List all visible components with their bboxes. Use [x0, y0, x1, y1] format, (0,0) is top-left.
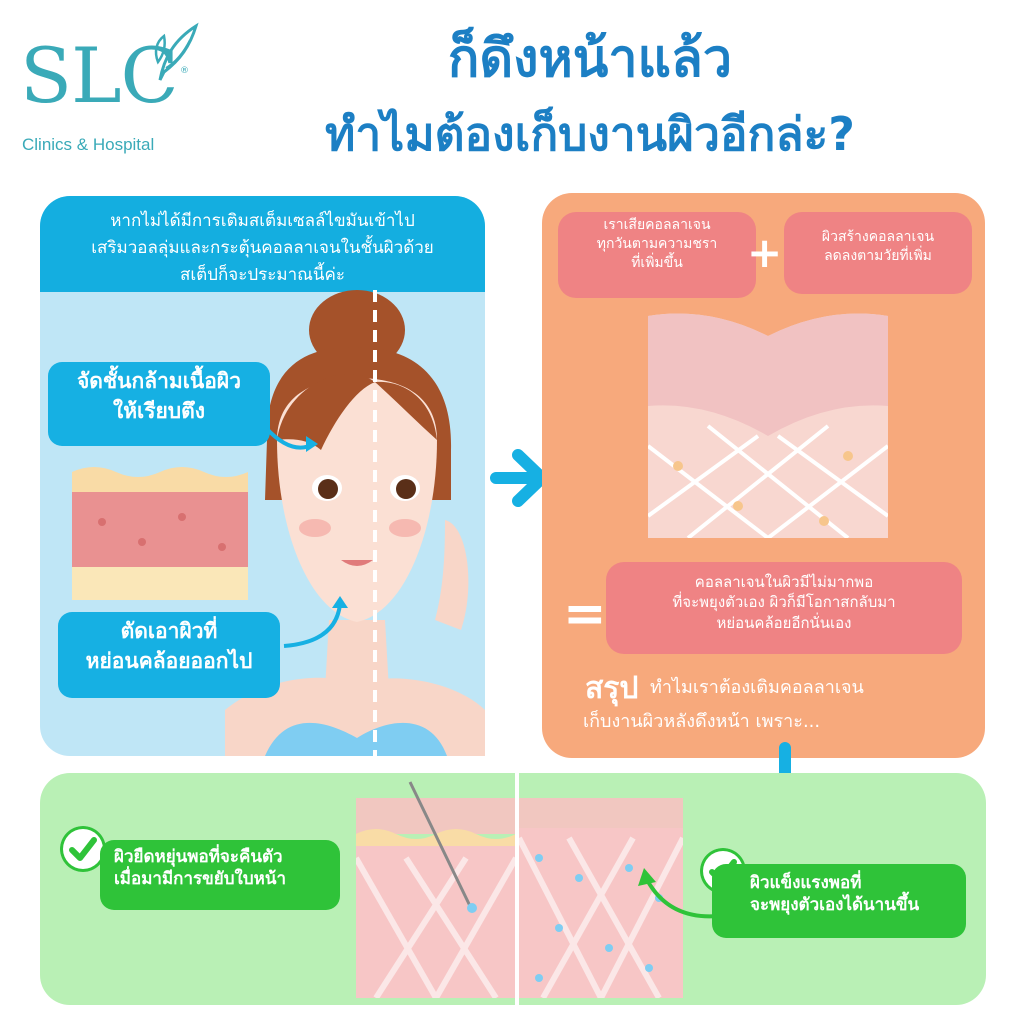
- equals-sign: =: [563, 584, 607, 644]
- benefit-elastic-line-1: ผิวยืดหยุ่นพอที่จะคืนตัว: [114, 847, 283, 867]
- benefit-elastic-skin: ผิวยืดหยุ่นพอที่จะคืนตัว เมื่อมามีการขยั…: [100, 840, 340, 910]
- callout-tighten-line-1: จัดชั้นกล้ามเนื้อผิว: [76, 369, 241, 393]
- callout-tighten-line-2: ให้เรียบตึง: [112, 399, 206, 424]
- collagen-loss-line-1: เราเสียคอลลาเจน: [603, 217, 711, 233]
- benefit-strong-line-1: ผิวแข็งแรงพอที่: [750, 873, 862, 893]
- benefit-strong-skin: ผิวแข็งแรงพอที่ จะพยุงตัวเองได้นานขึ้น: [712, 864, 966, 938]
- check-icon: [60, 826, 106, 872]
- benefit-strong-line-2: จะพยุงตัวเองได้นานขึ้น: [750, 895, 920, 916]
- callout-tighten-muscle: จัดชั้นกล้ามเนื้อผิว ให้เรียบตึง: [48, 362, 270, 446]
- collagen-result-pill: คอลลาเจนในผิวมีไม่มากพอ ที่จะพยุงตัวเอง …: [606, 562, 962, 654]
- collagen-result-line-1: คอลลาเจนในผิวมีไม่มากพอ: [694, 573, 874, 591]
- collagen-result-line-3: หย่อนคล้อยอีกนั่นเอง: [716, 613, 852, 632]
- collagen-loss-pill: เราเสียคอลลาเจน ทุกวันตามความชรา ที่เพิ่…: [558, 212, 756, 298]
- skin-block-before: [356, 798, 516, 998]
- left-header-line-2: เสริมวอลลุ่มและกระตุ้นคอลลาเจนในชั้นผิวด…: [91, 238, 434, 258]
- arrow-right-icon: [490, 449, 548, 507]
- registered-mark: ®: [180, 66, 189, 76]
- collagen-production-line-2: ลดลงตามวัยที่เพิ่ม: [824, 247, 932, 264]
- needle-icon: [408, 781, 477, 913]
- collagen-loss-line-3: ที่เพิ่มขึ้น: [631, 254, 683, 271]
- collagen-result-line-2: ที่จะพยุงตัวเอง ผิวก็มีโอกาสกลับมา: [672, 593, 896, 612]
- skin-block-after: [519, 798, 683, 998]
- face-illustration: [225, 290, 485, 756]
- logo-wordmark: SLC: [20, 31, 179, 120]
- plus-sign: +: [747, 228, 783, 277]
- headline-line-1: ก็ดึงหน้าแล้ว: [447, 29, 733, 89]
- summary-label: สรุป: [585, 671, 639, 706]
- logo-subtitle: Clinics & Hospital: [22, 135, 155, 154]
- collagen-loss-line-2: ทุกวันตามความชรา: [596, 235, 718, 252]
- summary-line-1: ทำไมเราต้องเติมคอลลาเจน: [650, 677, 864, 698]
- callout-cut-line-1: ตัดเอาผิวที่: [120, 619, 218, 643]
- panel-divider: [515, 773, 519, 1005]
- slc-logo: SLC ® Clinics & Hospital: [0, 0, 220, 170]
- curved-arrow-icon: [264, 426, 318, 452]
- curved-arrow-icon: [283, 596, 348, 648]
- skin-layer-illustration: [72, 467, 248, 600]
- left-header-line-3: สเต็ปก็จะประมาณนี้ค่ะ: [179, 265, 346, 285]
- left-header-line-1: หากไม่ได้มีการเติมสเต็มเซลล์ไขมันเข้าไป: [110, 211, 415, 231]
- benefit-elastic-line-2: เมื่อมามีการขยับใบหน้า: [114, 869, 286, 890]
- callout-cut-skin: ตัดเอาผิวที่ หย่อนคล้อยออกไป: [58, 612, 280, 698]
- summary-line-2: เก็บงานผิวหลังดึงหน้า เพราะ...: [583, 711, 821, 732]
- collagen-production-line-1: ผิวสร้างคอลลาเจน: [821, 229, 935, 245]
- curved-arrow-icon: [638, 868, 719, 919]
- collagen-production-pill: ผิวสร้างคอลลาเจน ลดลงตามวัยที่เพิ่ม: [784, 212, 972, 294]
- callout-cut-line-2: หย่อนคล้อยออกไป: [85, 649, 253, 674]
- butterfly-icon: [154, 22, 199, 81]
- left-panel-header: [40, 196, 485, 292]
- collagen-skin-illustration: [648, 313, 888, 538]
- headline-line-2: ทำไมต้องเก็บงานผิวอีกล่ะ?: [325, 107, 855, 161]
